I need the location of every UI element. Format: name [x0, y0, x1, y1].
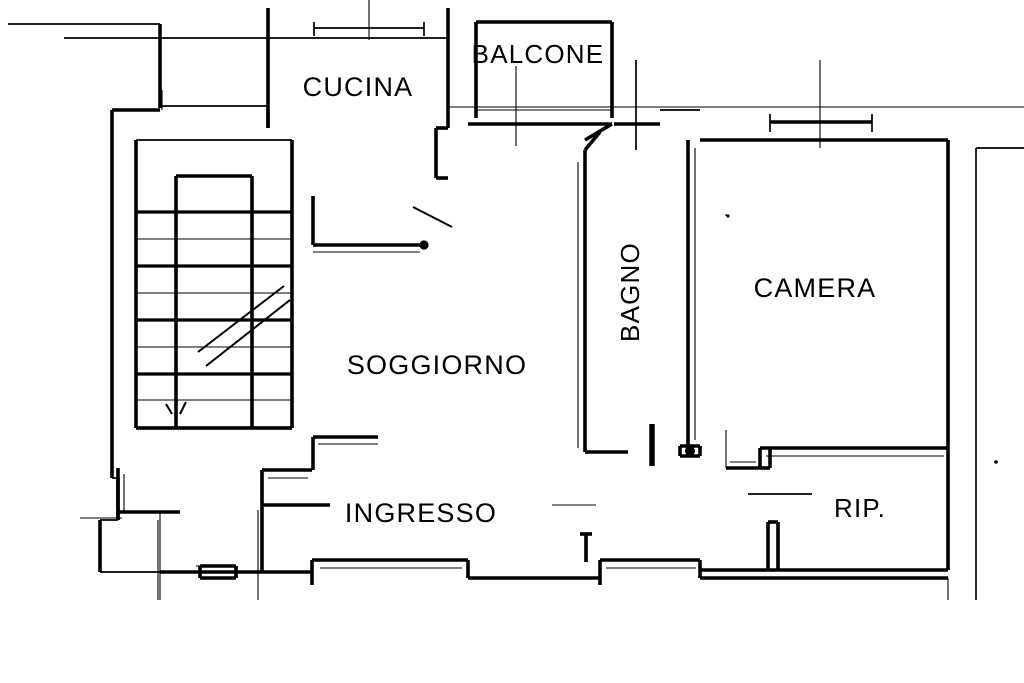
porta-cucina-swing: [412, 206, 453, 228]
room-label-bagno: BAGNO: [615, 242, 645, 342]
room-label-ripostiglio: RIP.: [834, 493, 886, 523]
room-label-ingresso: INGRESSO: [345, 498, 497, 528]
bottom-exterior-walls: [159, 504, 948, 600]
staircase: [136, 174, 292, 430]
room-label-cucina: CUCINA: [303, 72, 414, 102]
room-label-balcone: BALCONE: [472, 39, 605, 69]
camera-closet-walls: [726, 461, 760, 470]
top-exterior-wall: [448, 60, 1024, 150]
room-camera-walls: [700, 138, 1024, 600]
stairwell-envelope: [98, 108, 294, 600]
room-cucina-walls: [266, 0, 450, 180]
room-balcone-walls: [474, 20, 614, 146]
room-labels-group: CUCINA BALCONE SOGGIORNO BAGNO CAMERA IN…: [303, 39, 886, 528]
detail-hatching: [161, 90, 998, 600]
room-soggiorno-walls: [311, 122, 655, 470]
room-label-camera: CAMERA: [754, 273, 877, 303]
room-ingresso-walls: [80, 468, 330, 572]
room-label-soggiorno: SOGGIORNO: [347, 350, 527, 380]
room-bagno-walls: [678, 140, 727, 468]
top-exterior-lines: [8, 23, 268, 108]
